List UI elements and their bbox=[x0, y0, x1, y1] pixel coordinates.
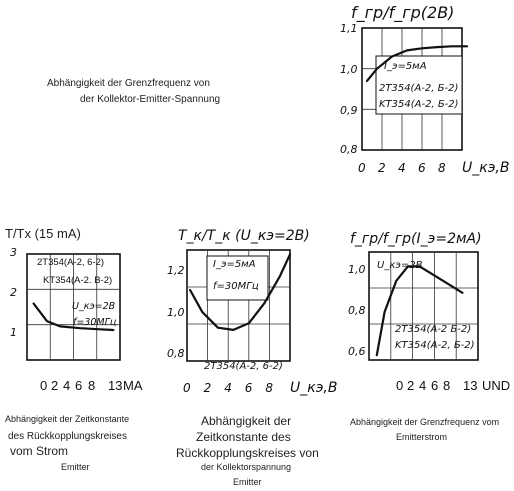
chart3-title: T_к/T_к (U_кэ=2B) bbox=[178, 228, 310, 244]
chart3-legend-entry: I_э=5мА bbox=[213, 259, 256, 270]
chart1-x-tick-label: 4 bbox=[398, 161, 406, 175]
chart3-caption-line4: der Kollektorspannung bbox=[201, 462, 292, 472]
chart2-caption-line2: des Rückkopplungskreises bbox=[8, 431, 127, 442]
chart2-legend-entry: U_кэ=2B bbox=[72, 301, 115, 312]
chart2-x-tick-label: 8 bbox=[88, 378, 95, 393]
chart1-caption-line2: der Kollektor-Emitter-Spannung bbox=[80, 94, 221, 105]
chart4-y-tick-label: 1,0 bbox=[348, 263, 366, 276]
chart4-x-tick-label: 2 bbox=[407, 378, 414, 393]
chart4-y-tick-label: 0,8 bbox=[348, 304, 366, 317]
chart4-caption-line1: Abhängigkeit der Grenzfrequenz vom bbox=[350, 417, 500, 427]
chart1-legend-entry: KT354(A-2, Б-2) bbox=[379, 99, 459, 110]
chart4-x-tick-label: 4 bbox=[419, 378, 426, 393]
chart1-y-tick-label: 0,8 bbox=[340, 143, 358, 156]
chart2-legend-entry: f=30МГц bbox=[73, 317, 116, 328]
chart4-legend-entry: KT354(A-2, Б-2) bbox=[395, 340, 475, 351]
chart2-caption-line3: vom Strom bbox=[10, 444, 69, 458]
chart3-x-tick-label: 6 bbox=[245, 381, 253, 395]
chart1-x-tick-label: 8 bbox=[438, 161, 446, 175]
chart3-series-line bbox=[189, 253, 292, 331]
chart3-x-tick-label: 4 bbox=[224, 381, 232, 395]
chart4-title: f_гр/f_гр(I_э=2мА) bbox=[350, 231, 482, 247]
chart3-y-tick-label: 0,8 bbox=[167, 347, 185, 360]
chart3-caption-line2: Zeitkonstante des bbox=[196, 430, 291, 444]
chart3-caption-line3: Rückkopplungskreises von bbox=[176, 446, 319, 460]
chart3-caption-line5: Emitter bbox=[233, 477, 262, 487]
chart3-x-tick-label: 8 bbox=[265, 381, 273, 395]
chart2-y-tick-label: 2 bbox=[10, 286, 17, 299]
chart2-x-tick-label: 2 bbox=[51, 378, 58, 393]
chart2-x-tick-label: 6 bbox=[75, 378, 82, 393]
chart3-plot-frame bbox=[186, 249, 291, 362]
chart1-caption-line1: Abhängigkeit der Grenzfrequenz von bbox=[47, 78, 210, 89]
chart1-x-axis-label: U_кэ,B bbox=[462, 160, 509, 176]
chart4-legend-entry: U_кэ=2B bbox=[377, 260, 423, 271]
chart1-legend-entry: I_э=5мА bbox=[384, 61, 427, 72]
chart3-x-tick-label: 2 bbox=[204, 381, 212, 395]
chart2-x-tick-label: 13 bbox=[108, 378, 122, 393]
chart1-x-tick-label: 2 bbox=[378, 161, 386, 175]
chart1-y-tick-label: 0,9 bbox=[340, 104, 358, 117]
chart2-x-axis-label: MA bbox=[123, 378, 143, 393]
chart3-y-tick-label: 1,0 bbox=[167, 306, 185, 319]
chart3-x-tick-label: 0 bbox=[183, 381, 191, 395]
chart3-legend-entry: 2T354(A-2, 6-2) bbox=[204, 361, 283, 372]
chart4-y-tick-label: 0,6 bbox=[348, 345, 366, 358]
chart2-legend-entry: KT354(A-2. B-2) bbox=[43, 275, 112, 286]
chart2-caption-line1: Abhängigkeit der Zeitkonstante bbox=[5, 414, 130, 424]
chart2-x-tick-label: 0 bbox=[40, 378, 47, 393]
chart2-caption-line4: Emitter bbox=[61, 462, 90, 472]
chart1-y-tick-label: 1,0 bbox=[340, 63, 358, 76]
chart3-legend-entry: f=30МГц bbox=[213, 281, 259, 292]
chart4-plot-frame bbox=[368, 251, 479, 361]
chart2-legend-entry: 2T354(A-2, 6-2) bbox=[37, 257, 104, 268]
chart4-x-tick-label: 8 bbox=[443, 378, 450, 393]
chart1-y-tick-label: 1,1 bbox=[340, 22, 358, 35]
chart4-series-line bbox=[375, 265, 464, 357]
chart2-y-tick-label: 1 bbox=[10, 326, 17, 339]
chart2-x-tick-label: 4 bbox=[63, 378, 70, 393]
chart2-series-line bbox=[32, 302, 115, 332]
chart2-title: T/Tx (15 mA) bbox=[5, 226, 81, 241]
chart4-x-axis-label: UND bbox=[482, 378, 510, 393]
chart1-legend-entry: 2T354(A-2, Б-2) bbox=[379, 83, 458, 94]
chart4-legend-entry: 2T354(A-2 Б-2) bbox=[395, 324, 471, 335]
chart3-legend-box bbox=[206, 255, 269, 301]
chart4-x-tick-label: 13 bbox=[463, 378, 477, 393]
chart4-x-tick-label: 6 bbox=[431, 378, 438, 393]
chart3-x-axis-label: U_кэ,B bbox=[290, 380, 337, 396]
chart3-caption-line1: Abhängigkeit der bbox=[201, 414, 292, 428]
chart1-title: f_гр/f_гр(2B) bbox=[351, 3, 454, 23]
chart1-x-tick-label: 0 bbox=[358, 161, 366, 175]
chart4-x-tick-label: 0 bbox=[396, 378, 403, 393]
chart4-caption-line2: Emitterstrom bbox=[396, 432, 448, 442]
chart1-series-line bbox=[365, 45, 469, 83]
chart3-y-tick-label: 1,2 bbox=[167, 264, 185, 277]
chart1-x-tick-label: 6 bbox=[418, 161, 426, 175]
chart1-legend-box bbox=[375, 55, 463, 115]
chart2-y-tick-label: 3 bbox=[10, 246, 17, 259]
